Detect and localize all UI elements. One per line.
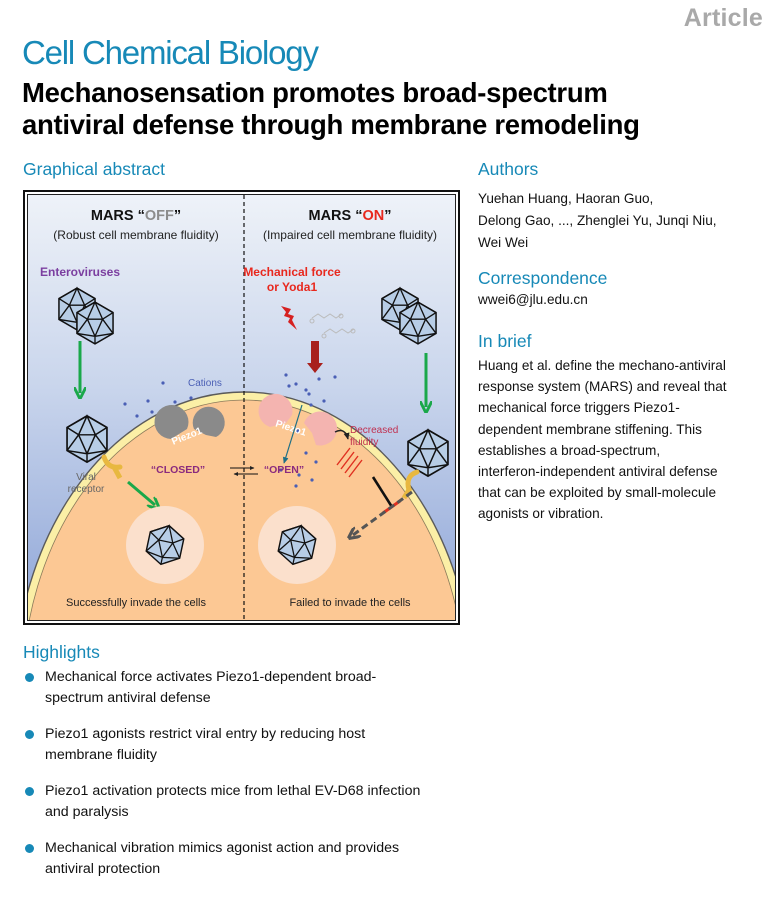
in-brief-line: agonists or vibration.	[478, 506, 604, 522]
bullet-icon	[25, 787, 34, 796]
stiffened-membrane-marks-icon	[336, 447, 363, 478]
yoda1-molecule-icon	[309, 313, 356, 339]
stimulus-label-2: or Yoda1	[267, 280, 318, 294]
left-state-title: MARS “OFF”	[91, 208, 181, 224]
blocked-entry-arrow-icon	[353, 490, 413, 535]
bullet-icon	[25, 730, 34, 739]
right-subtitle: (Impaired cell membrane fluidity)	[263, 228, 437, 242]
highlight-item: Mechanical vibration mimics agonist acti…	[23, 838, 463, 880]
left-outcome-label: Successfully invade the cells	[66, 597, 207, 609]
in-brief-line: response system (MARS) and reveal that	[478, 379, 727, 395]
open-state-label: “OPEN”	[264, 464, 304, 476]
cation-influx-arrow-icon	[282, 404, 303, 464]
graphical-abstract-heading: Graphical abstract	[23, 159, 166, 179]
enteroviruses-label: Enteroviruses	[40, 265, 120, 279]
in-brief-text: Huang et al. define the mechano-antivira…	[478, 355, 778, 525]
correspondence-email[interactable]: wwei6@jlu.edu.cn	[478, 292, 588, 307]
right-outcome-label: Failed to invade the cells	[289, 597, 411, 609]
highlight-line: antiviral protection	[45, 861, 161, 877]
in-brief-line: interferon-independent antiviral defense	[478, 464, 718, 480]
highlight-line: membrane fluidity	[45, 747, 157, 763]
in-brief-line: that can be exploited by small-molecule	[478, 485, 717, 501]
viral-receptor-icon	[101, 454, 123, 480]
in-brief-line: dependent membrane stiffening. This	[478, 421, 702, 437]
highlight-line: and paralysis	[45, 804, 129, 820]
receptor-label-1: Viral	[76, 472, 96, 483]
highlight-item: Mechanical force activates Piezo1-depend…	[23, 667, 463, 709]
highlight-line: Piezo1 activation protects mice from let…	[45, 783, 421, 799]
title-line-1: Mechanosensation promotes broad-spectrum	[22, 77, 608, 108]
internalization-arrow-icon	[127, 480, 155, 505]
authors-line[interactable]: Delong Gao, ..., Zhenglei Yu, Junqi Niu,	[478, 213, 717, 228]
fluidity-curved-arrow-icon	[334, 429, 350, 440]
inhibition-line-icon	[371, 476, 394, 508]
highlight-line: spectrum antiviral defense	[45, 690, 211, 706]
viral-receptor-icon	[401, 469, 420, 500]
in-brief-line: mechanical force triggers Piezo1-	[478, 400, 680, 416]
bullet-icon	[25, 844, 34, 853]
stimulus-label-1: Mechanical force	[243, 265, 341, 279]
article-type-label: Article	[683, 4, 763, 32]
highlight-line: Mechanical vibration mimics agonist acti…	[45, 840, 400, 856]
graphical-abstract-canvas: MARS “OFF” (Robust cell membrane fluidit…	[27, 194, 456, 621]
graphical-abstract-svg: MARS “OFF” (Robust cell membrane fluidit…	[28, 195, 455, 620]
in-brief-heading: In brief	[478, 331, 532, 351]
in-brief-line: Huang et al. define the mechano-antivira…	[478, 358, 726, 373]
in-brief-line: establishes a broad-spectrum,	[478, 442, 661, 458]
right-state-title: MARS “ON”	[309, 208, 392, 224]
graphical-abstract-figure: MARS “OFF” (Robust cell membrane fluidit…	[23, 190, 460, 625]
closed-state-label: “CLOSED”	[151, 464, 205, 476]
journal-name[interactable]: Cell Chemical Biology	[22, 34, 319, 71]
highlight-item: Piezo1 activation protects mice from let…	[23, 781, 463, 823]
highlights-heading: Highlights	[23, 642, 100, 662]
highlight-item: Piezo1 agonists restrict viral entry by …	[23, 724, 463, 766]
receptor-label-2: receptor	[68, 484, 105, 495]
authors-line[interactable]: Wei Wei	[478, 235, 529, 250]
highlight-line: Piezo1 agonists restrict viral entry by …	[45, 726, 366, 742]
highlight-line: Mechanical force activates Piezo1-depend…	[45, 669, 377, 685]
authors-heading: Authors	[478, 159, 539, 179]
fluidity-label-2: fluidity	[350, 437, 378, 448]
cations-label: Cations	[188, 378, 222, 389]
highlights-list: Mechanical force activates Piezo1-depend…	[23, 667, 463, 895]
authors-list: Yuehan Huang, Haoran Guo, Delong Gao, ..…	[478, 188, 778, 254]
authors-line[interactable]: Yuehan Huang, Haoran Guo,	[478, 191, 654, 206]
bullet-icon	[25, 673, 34, 682]
piezo1-closed-icon: Piezo1	[154, 405, 225, 448]
left-subtitle: (Robust cell membrane fluidity)	[53, 228, 218, 242]
force-down-arrow-icon	[307, 341, 323, 373]
article-title: Mechanosensation promotes broad-spectrum…	[22, 77, 762, 141]
title-line-2: antiviral defense through membrane remod…	[22, 109, 640, 140]
correspondence-heading: Correspondence	[478, 268, 608, 288]
fluidity-label-1: Decreased	[350, 425, 398, 436]
lightning-force-icon	[281, 306, 297, 330]
